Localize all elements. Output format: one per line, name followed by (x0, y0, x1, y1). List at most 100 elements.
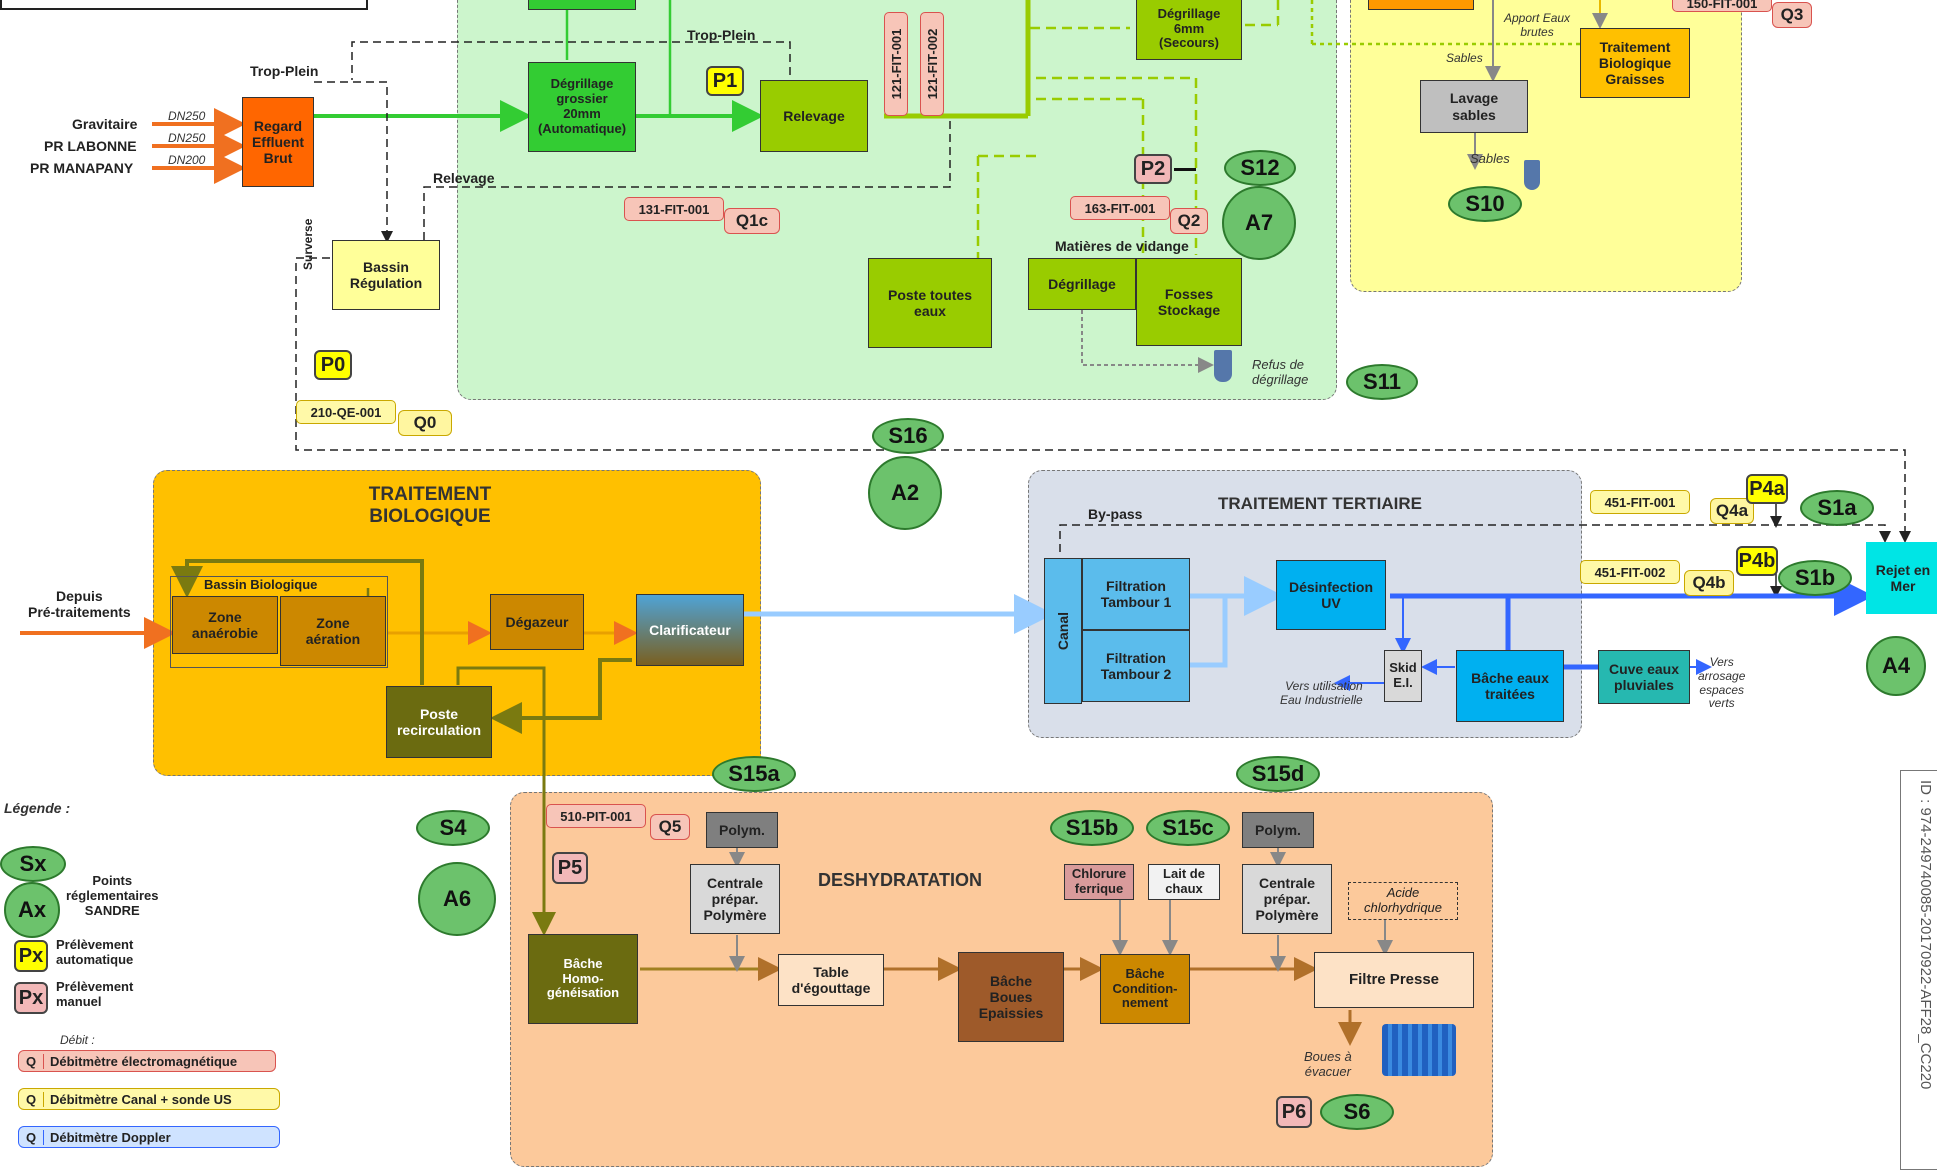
legend-doppler-label: Débitmètre Doppler (50, 1129, 171, 1145)
trop-plein-label-left: Trop-Plein (250, 63, 319, 79)
legend-px-auto: Px (14, 940, 48, 972)
boues-label: Boues à évacuer (1304, 1049, 1352, 1079)
fit-150-001-tag: 150-FIT-001 (1672, 0, 1772, 12)
biological-zone-title: TRAITEMENT BIOLOGIQUE (368, 484, 492, 527)
zone-aeration: Zone aération (280, 596, 386, 666)
title-frame (0, 0, 368, 10)
s15c-badge: S15c (1146, 810, 1230, 846)
desinfection-uv: Désinfection UV (1276, 560, 1386, 630)
apport-label: Apport Eaux brutes (1504, 11, 1571, 39)
bache-eaux-traitees: Bâche eaux traitées (1456, 650, 1564, 722)
legend-px-manual: Px (14, 982, 48, 1014)
traitement-graisses: Traitement Biologique Graisses (1580, 28, 1690, 98)
fit-131-001-tag: 131-FIT-001 (624, 197, 724, 221)
legend-ax-badge: Ax (4, 882, 60, 938)
sables-label-1: Sables (1446, 51, 1483, 65)
lavage-sables: Lavage sables (1420, 80, 1528, 133)
legend-q-1: Q (19, 1053, 44, 1069)
refus-label: Refus de dégrillage (1252, 357, 1309, 387)
clarificateur: Clarificateur (636, 594, 744, 666)
q5-badge: Q5 (650, 814, 690, 840)
s10-badge: S10 (1448, 186, 1522, 222)
legend-title: Légende : (4, 800, 71, 816)
p2-arrow-icon (1174, 168, 1196, 171)
bache-homogeneisation: Bâche Homo- généisation (528, 934, 638, 1024)
dn250-label-1: DN250 (168, 109, 206, 123)
cuve-eaux-pluviales: Cuve eaux pluviales (1598, 650, 1690, 704)
canal-box: Canal (1044, 558, 1082, 704)
legend-canal-label: Débitmètre Canal + sonde US (50, 1091, 232, 1107)
polym-1: Polym. (706, 812, 778, 848)
a2-badge: A2 (868, 456, 942, 530)
p4a-badge: P4a (1746, 474, 1788, 504)
a4-badge: A4 (1866, 636, 1926, 696)
dn200-label: DN200 (168, 153, 206, 167)
bache-conditionnement: Bâche Condition- nement (1100, 954, 1190, 1024)
legend-q-2: Q (19, 1091, 44, 1107)
fit-121-002-tag: 121-FIT-002 (920, 12, 944, 116)
matieres-vidange-label: Matières de vidange (1055, 238, 1189, 254)
a6-badge: A6 (418, 862, 496, 936)
sables-bin-icon (1524, 160, 1540, 190)
fit-121-001-tag: 121-FIT-001 (884, 12, 908, 116)
degrillage-6mm: Dégrillage 6mm (Secours) (1136, 0, 1242, 60)
centrale-polymere-2: Centrale prépar. Polymère (1242, 864, 1332, 934)
bassin-regulation: Bassin Régulation (332, 240, 440, 310)
legend-debit-label: Débit : (60, 1033, 95, 1047)
filtration-tambour-1: Filtration Tambour 1 (1082, 558, 1190, 630)
trop-plein-label-top: Trop-Plein (687, 27, 756, 43)
q0-badge: Q0 (398, 410, 452, 436)
gravitaire-label: Gravitaire (72, 116, 138, 132)
zone-anaerobie: Zone anaérobie (172, 596, 278, 654)
legend-q-3: Q (19, 1129, 44, 1145)
sables-label-2: Sables (1470, 151, 1510, 166)
centrale-polymere-1: Centrale prépar. Polymère (690, 864, 780, 934)
degrillage-grossier: Dégrillage grossier 20mm (Automatique) (528, 62, 636, 152)
tertiary-zone-title: TRAITEMENT TERTIAIRE (1218, 494, 1422, 513)
filtre-presse: Filtre Presse (1314, 952, 1474, 1008)
fosses-stockage: Fosses Stockage (1136, 258, 1242, 346)
p2-badge: P2 (1134, 154, 1172, 184)
s16-badge: S16 (872, 418, 944, 454)
q4a-badge: Q4a (1710, 498, 1754, 524)
poste-toutes-eaux: Poste toutes eaux (868, 258, 992, 348)
fit-451-001-tag: 451-FIT-001 (1590, 490, 1690, 514)
s11-badge: S11 (1346, 364, 1418, 400)
p4b-badge: P4b (1736, 546, 1778, 576)
poste-recirculation: Poste recirculation (386, 686, 492, 758)
acide-chlorhydrique: Acide chlorhydrique (1348, 882, 1458, 920)
legend-canal-row: Q Débitmètre Canal + sonde US (18, 1088, 280, 1110)
legend-manual-label: Prélèvement manuel (56, 979, 134, 1009)
fit-163-001-tag: 163-FIT-001 (1070, 196, 1170, 220)
pr-labonne-label: PR LABONNE (44, 138, 137, 154)
fit-451-002-tag: 451-FIT-002 (1580, 560, 1680, 584)
s15a-badge: S15a (712, 756, 796, 792)
polym-2: Polym. (1242, 812, 1314, 848)
filtration-tambour-2: Filtration Tambour 2 (1082, 630, 1190, 702)
legend-sandre-label: Points réglementaires SANDRE (66, 873, 159, 918)
canal-label: Canal (1054, 611, 1071, 651)
p6-badge: P6 (1276, 1096, 1312, 1128)
table-egouttage: Table d'égouttage (778, 954, 884, 1006)
legend-electro-row: Q Débitmètre électromagnétique (18, 1050, 276, 1072)
pr-manapany-label: PR MANAPANY (30, 160, 134, 176)
lait-de-chaux: Lait de chaux (1148, 864, 1220, 900)
vers-utilisation-label: Vers utilisation Eau Industrielle (1280, 679, 1363, 707)
pit-510-001-tag: 510-PIT-001 (546, 804, 646, 828)
legend-sx-badge: Sx (0, 846, 66, 882)
dn250-label-2: DN250 (168, 131, 206, 145)
s15d-badge: S15d (1236, 756, 1320, 792)
chlorure-ferrique: Chlorure ferrique (1064, 864, 1134, 900)
container-icon (1382, 1024, 1456, 1076)
bypass-label: By-pass (1088, 506, 1143, 522)
regard-effluent-brut: Regard Effluent Brut (242, 97, 314, 187)
bassin-bio-frame (170, 576, 388, 668)
side-id-text: ID : 974-249740085-20170922-AFF28_CC220 (1917, 780, 1934, 1090)
depuis-label: Depuis Pré-traitements (28, 588, 131, 621)
a7-badge: A7 (1222, 186, 1296, 260)
q2-badge: Q2 (1170, 208, 1208, 234)
dewatering-zone-title: DESHYDRATATION (818, 870, 982, 890)
degrillage-box: Dégrillage (1028, 258, 1136, 310)
q3-badge: Q3 (1772, 2, 1812, 28)
